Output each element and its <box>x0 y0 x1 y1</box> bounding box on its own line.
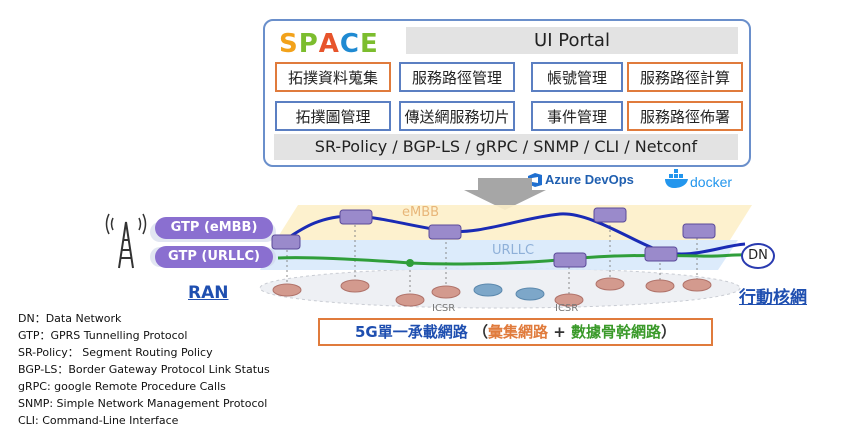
gtp-urllc-label: GTP (URLLC) <box>155 246 273 268</box>
protocol-bar: SR-Policy / BGP-LS / gRPC / SNMP / CLI /… <box>274 134 738 160</box>
p-node <box>682 223 716 239</box>
embb-plane-label: eMBB <box>402 205 439 220</box>
gtp-embb-label: GTP (eMBB) <box>155 217 273 239</box>
router-icon <box>395 293 425 307</box>
router-icon <box>272 283 302 297</box>
router-icon <box>645 279 675 293</box>
bearer-main: 5G單一承載網路 <box>354 323 468 341</box>
urllc-path <box>277 253 746 266</box>
p-node <box>428 224 462 240</box>
module-topology-collection[interactable]: 拓撲資料蒐集 <box>275 62 391 92</box>
module-topology-map[interactable]: 拓撲圖管理 <box>275 101 391 131</box>
azure-devops-label: Azure DevOps <box>545 172 634 187</box>
module-service-path-computation[interactable]: 服務路徑計算 <box>627 62 743 92</box>
portal-title: UI Portal <box>406 27 738 54</box>
ran-label: RAN <box>188 283 229 303</box>
mobile-core-label: 行動核網 <box>739 288 807 308</box>
router-icon <box>682 278 712 292</box>
urllc-node <box>406 259 414 267</box>
pe-node <box>271 234 301 250</box>
router-icon <box>473 283 503 297</box>
bearer-aggregation: 彙集網路 <box>487 323 548 341</box>
router-icon <box>340 279 370 293</box>
single-bearer-network-caption: 5G單一承載網路 （彙集網路 + 數據骨幹網路） <box>318 318 713 346</box>
p-node <box>644 246 678 262</box>
flow-down-arrow <box>464 178 546 210</box>
legend-item: SNMP: Simple Network Management Protocol <box>18 397 268 410</box>
bearer-backbone: 數據骨幹網路 <box>571 323 662 341</box>
legend-item: CLI: Command-Line Interface <box>18 414 179 427</box>
icsr-label-1: ICSR <box>432 303 455 314</box>
router-icon <box>515 287 545 301</box>
urllc-plane <box>260 240 738 270</box>
module-service-path-deployment[interactable]: 服務路徑佈署 <box>627 101 743 131</box>
module-transport-slicing[interactable]: 傳送網服務切片 <box>399 101 515 131</box>
urllc-plane-label: URLLC <box>492 243 534 258</box>
cell-tower-icon <box>105 213 147 269</box>
abbreviation-legend: DN：Data Network GTP：GPRS Tunnelling Prot… <box>18 310 270 429</box>
bearer-plus: + <box>547 323 571 341</box>
module-event-management[interactable]: 事件管理 <box>531 101 623 131</box>
bearer-open: （ <box>472 323 488 341</box>
space-logo: SPACE <box>279 29 379 59</box>
legend-item: gRPC: google Remote Procedure Calls <box>18 380 226 393</box>
p-node <box>553 252 587 268</box>
icsr-label-2: ICSR <box>555 303 578 314</box>
legend-item: BGP-LS：Border Gateway Protocol Link Stat… <box>18 363 270 376</box>
legend-item: GTP：GPRS Tunnelling Protocol <box>18 329 188 342</box>
router-icon <box>595 277 625 291</box>
legend-item: DN：Data Network <box>18 312 122 325</box>
module-service-path-management[interactable]: 服務路徑管理 <box>399 62 515 92</box>
docker-whale-icon <box>665 169 688 188</box>
p-node <box>339 209 373 225</box>
data-network-node: DN <box>741 243 775 269</box>
module-account-management[interactable]: 帳號管理 <box>531 62 623 92</box>
p-node <box>593 207 627 223</box>
docker-label: docker <box>690 174 733 190</box>
router-icon <box>431 285 461 299</box>
router-icon <box>554 293 584 307</box>
bearer-close: ） <box>661 323 677 341</box>
legend-item: SR-Policy： Segment Routing Policy <box>18 346 213 359</box>
